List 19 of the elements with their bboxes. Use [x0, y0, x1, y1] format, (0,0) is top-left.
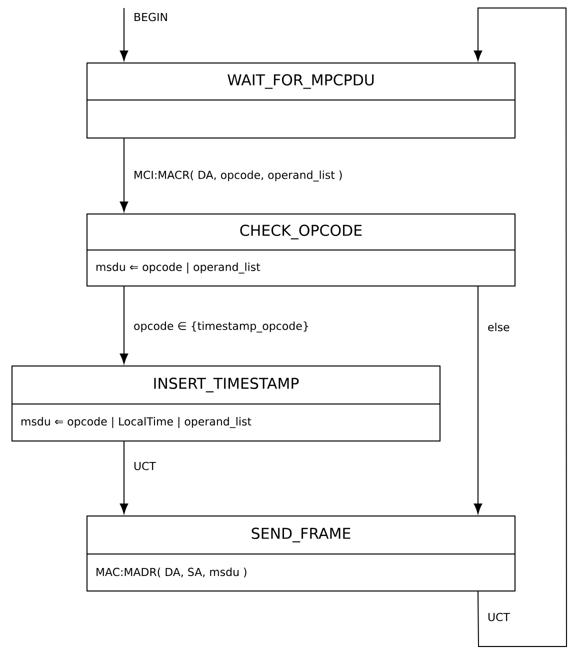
state-name: CHECK_OPCODE: [240, 224, 362, 240]
arrow: [120, 138, 128, 212]
edge-label: UCT: [486, 612, 511, 622]
state-action: MAC:MADR( DA, SA, msdu ): [96, 568, 246, 578]
state-name: INSERT_TIMESTAMP: [154, 378, 299, 392]
state-action: msdu ⇐ opcode | LocalTime | operand_list: [22, 417, 252, 428]
state-name: WAIT_FOR_MPCPDU: [228, 74, 374, 89]
edge-label: MCI:MACR( DA, opcode, operand_list ): [132, 170, 344, 182]
state-name: SEND_FRAME: [252, 528, 350, 542]
arrow: [120, 286, 128, 364]
edge-label: else: [486, 322, 511, 332]
edge-label: UCT: [132, 460, 157, 472]
arrow: [120, 441, 128, 514]
edge-label: BEGIN: [132, 12, 169, 22]
arrow: [120, 8, 128, 61]
arrow: [474, 286, 482, 514]
state-action: msdu ⇐ opcode | operand_list: [96, 262, 260, 274]
arrow: [474, 8, 567, 647]
edge-label: opcode ∈ {timestamp_opcode}: [132, 320, 310, 334]
